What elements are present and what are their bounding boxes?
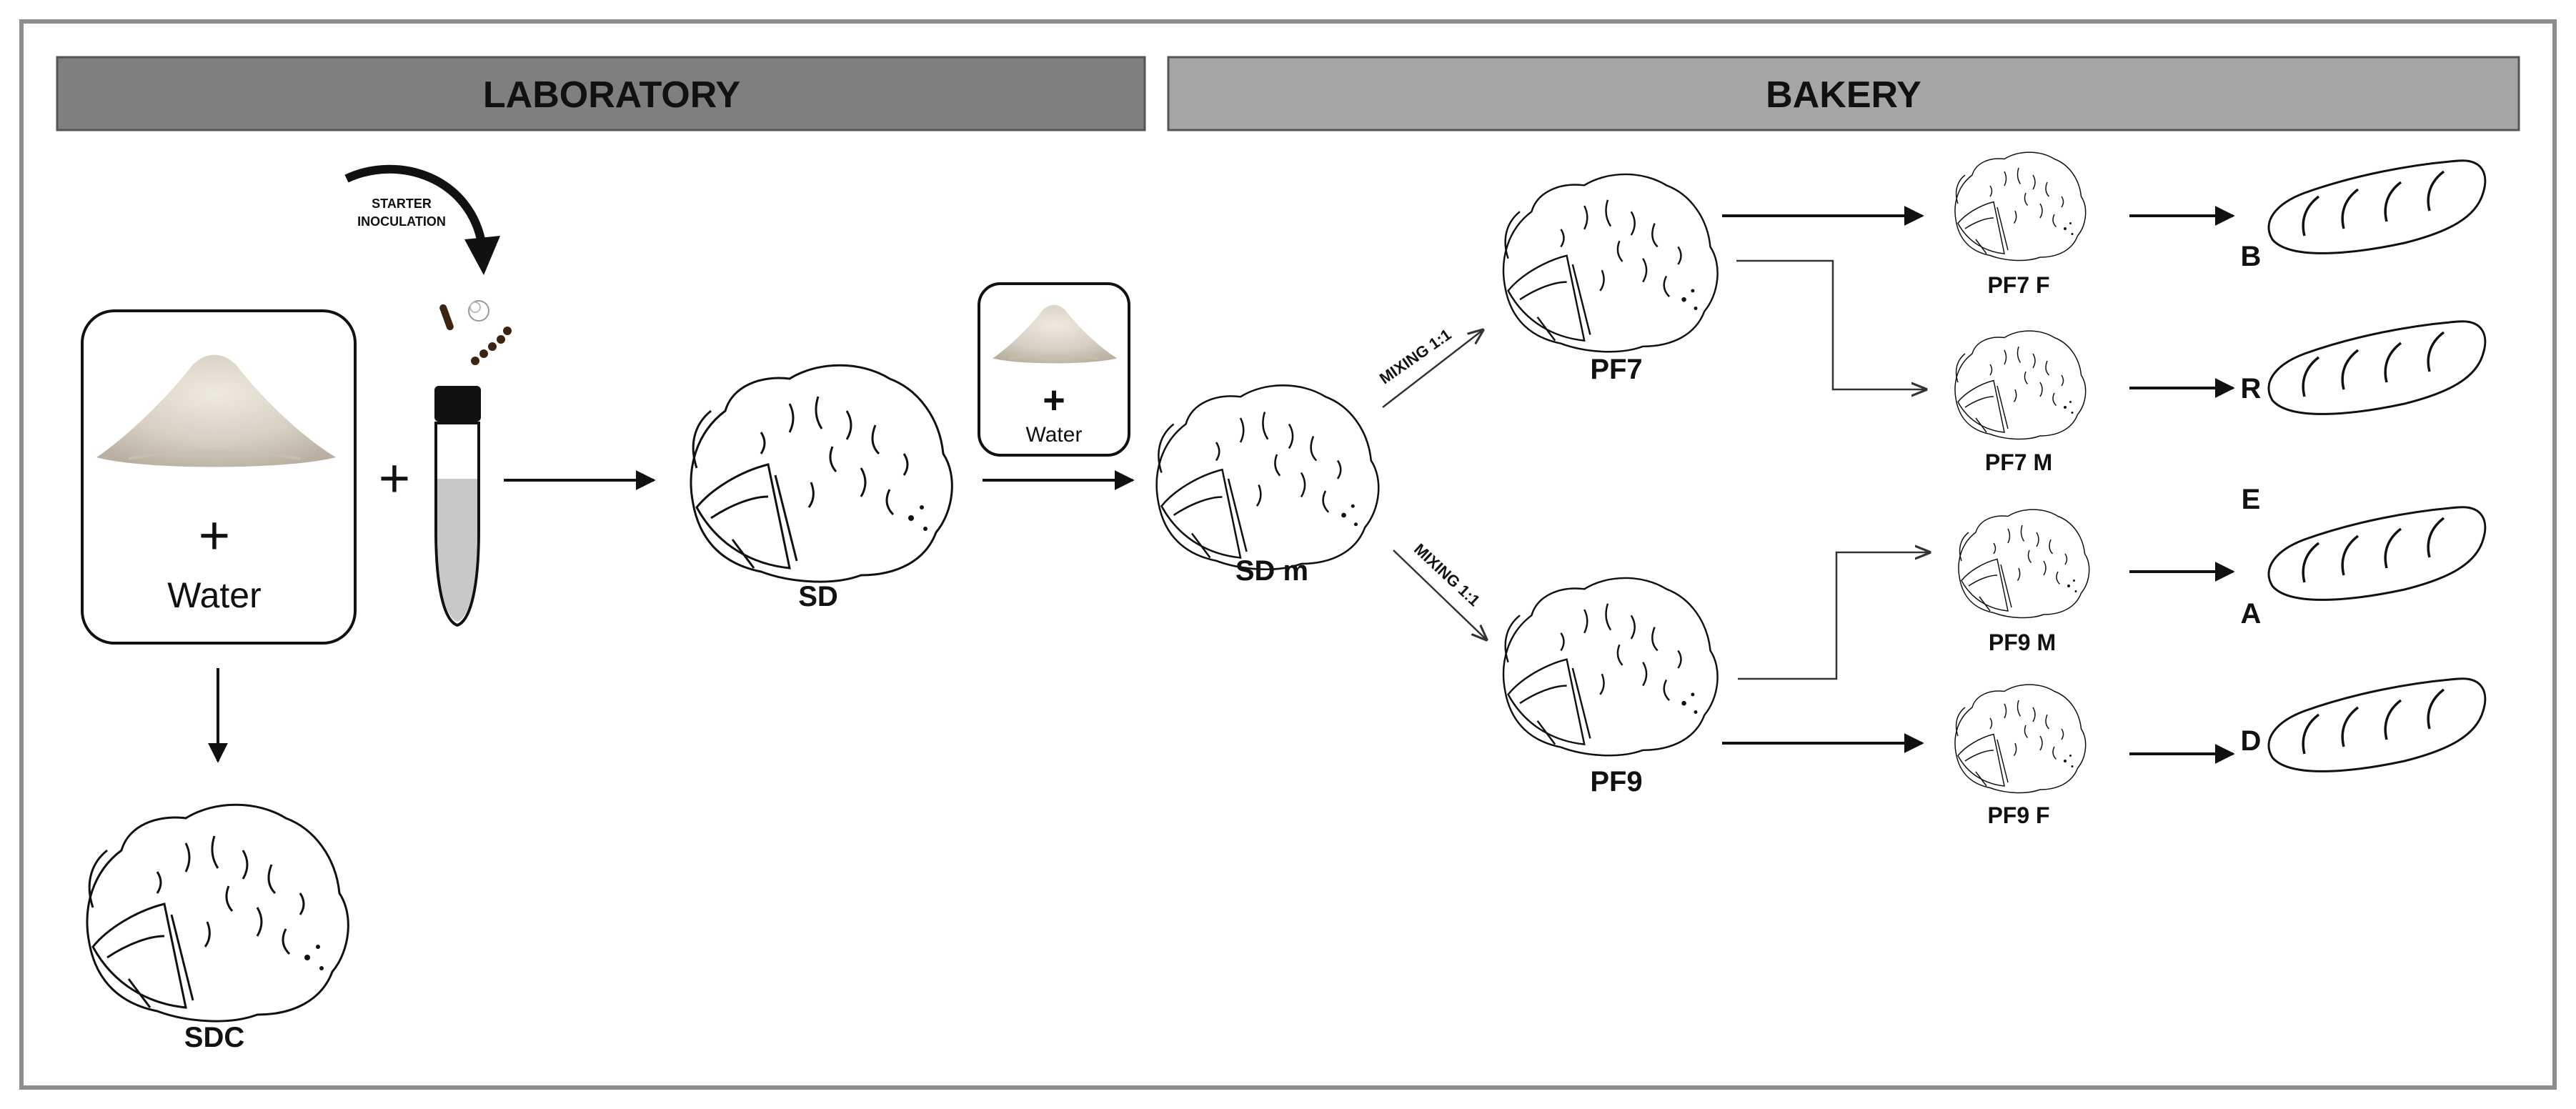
bread-loaf-icon	[2267, 319, 2487, 416]
bacteria-icon	[439, 300, 512, 365]
bread-loaf-icon	[2267, 505, 2487, 602]
pf9f-dough-icon	[1954, 684, 2087, 794]
pf7-label: PF7	[1590, 354, 1642, 385]
outer-frame	[19, 19, 2557, 1090]
bakery-header: BAKERY	[1167, 56, 2520, 131]
small-plus-sign: +	[1043, 379, 1065, 422]
sdm-label: SD m	[1235, 555, 1308, 587]
pf7f-dough-icon	[1954, 151, 2087, 262]
pf9m-dough-icon	[1958, 509, 2090, 619]
flour-water-box: + Water	[81, 309, 357, 645]
test-tube-icon	[434, 386, 481, 627]
pf7m-label: PF7 M	[1985, 449, 2052, 475]
pf9m-label: PF9 M	[1989, 630, 2056, 655]
plus-sign-starter: +	[379, 448, 410, 509]
pf9-dough-icon	[1502, 577, 1719, 757]
plus-sign: +	[199, 505, 230, 566]
arrow-pf9-to-pf9m	[1738, 552, 1929, 680]
laboratory-header: LABORATORY	[56, 56, 1146, 131]
arrow-pf7-to-pf7m	[1736, 259, 1926, 389]
sdc-label: SDC	[184, 1022, 244, 1053]
bread-letter-r: R	[2241, 373, 2262, 404]
small-water-label: Water	[1026, 423, 1083, 447]
bread-letter-d: D	[2241, 725, 2262, 757]
sdm-dough-icon	[1155, 384, 1380, 570]
pf7-dough-icon	[1502, 173, 1719, 353]
mixing-label-bottom: MIXING 1:1	[1411, 540, 1483, 610]
bread-letter-e: E	[2242, 484, 2261, 515]
mixing-label-top: MIXING 1:1	[1376, 325, 1454, 387]
sd-dough-icon	[690, 364, 953, 583]
starter-label-2: INOCULATION	[357, 214, 446, 229]
laboratory-title: LABORATORY	[483, 74, 740, 116]
bread-letter-a: A	[2241, 598, 2262, 630]
starter-label-1: STARTER	[372, 197, 432, 211]
refresh-flour-water-box: + Water	[978, 282, 1130, 457]
pf7f-label: PF7 F	[1987, 272, 2049, 298]
pf7m-dough-icon	[1954, 330, 2087, 440]
bakery-title: BAKERY	[1766, 74, 1921, 116]
curved-arrow-icon	[344, 164, 500, 275]
mixing-arrow-top	[1382, 330, 1483, 408]
sdc-dough-icon	[86, 803, 349, 1023]
pf9f-label: PF9 F	[1987, 802, 2049, 828]
pf9-label: PF9	[1590, 766, 1642, 797]
bread-letter-b: B	[2241, 241, 2262, 272]
sd-label: SD	[798, 581, 838, 612]
bread-loaf-icon	[2267, 159, 2487, 255]
mixing-arrow-bottom	[1393, 549, 1486, 640]
bread-loaf-icon	[2267, 677, 2487, 773]
water-label: Water	[167, 575, 262, 615]
